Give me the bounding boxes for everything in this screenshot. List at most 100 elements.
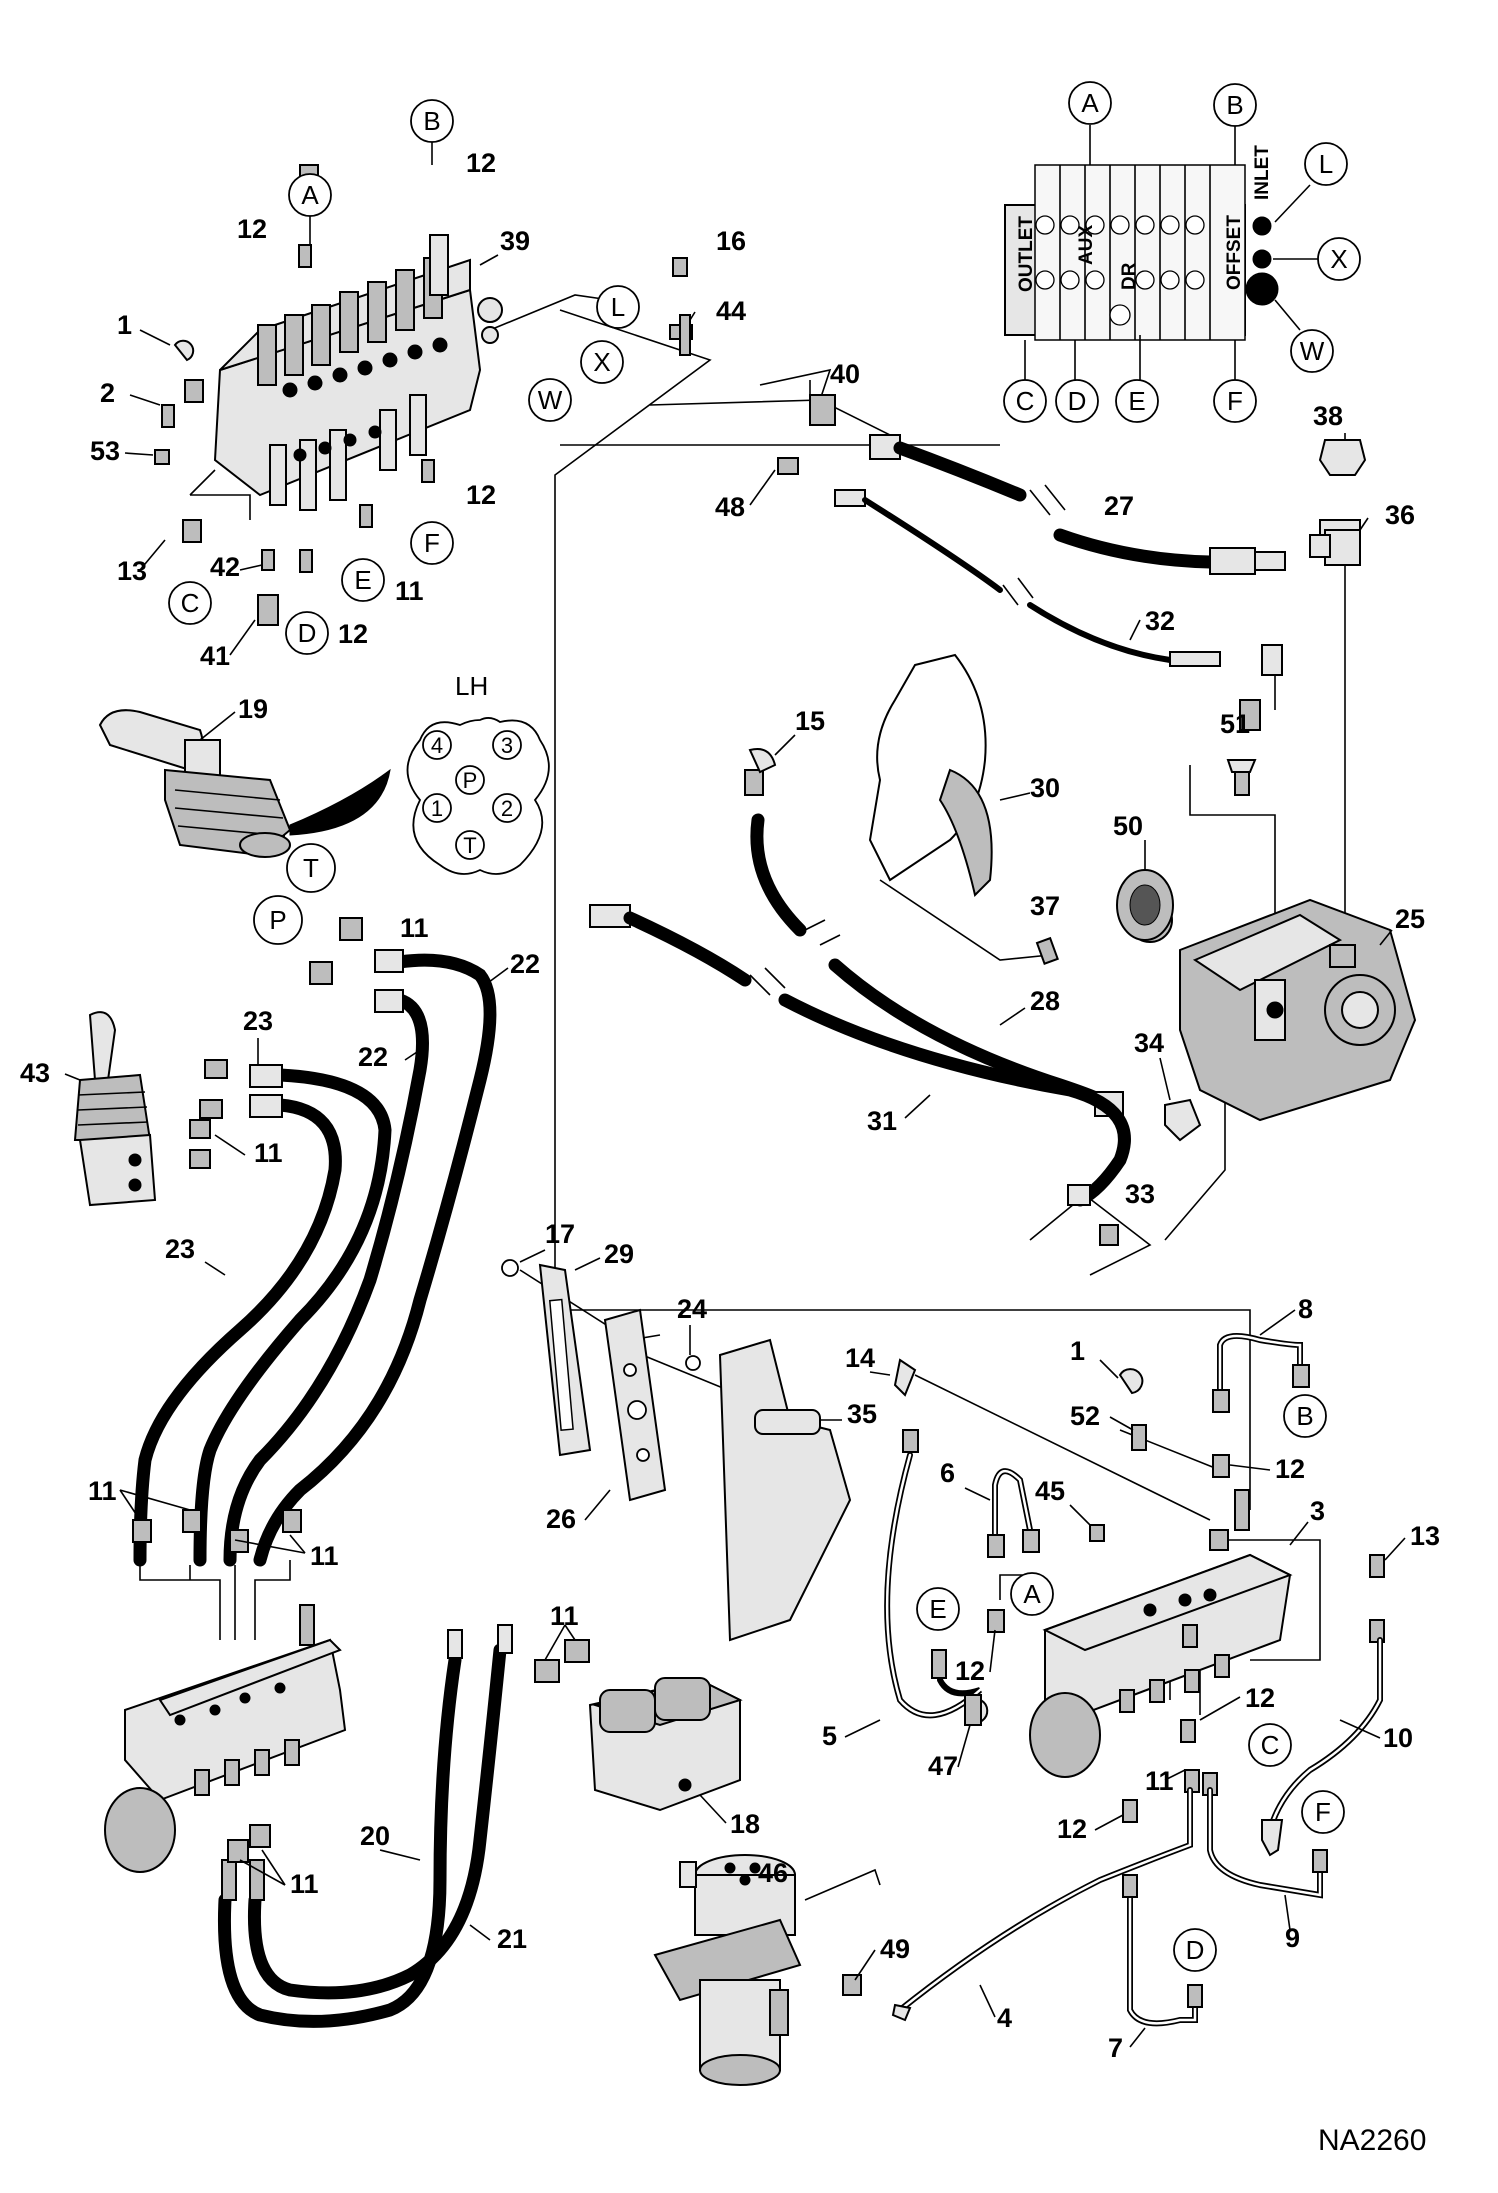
valve-label-aux: AUX bbox=[1076, 225, 1097, 265]
part-11: 11 bbox=[395, 576, 424, 606]
part-13: 13 bbox=[1410, 1521, 1440, 1551]
part-12: 12 bbox=[338, 619, 368, 649]
tube-9 bbox=[1207, 1787, 1328, 1899]
valve-label-dr: DR bbox=[1119, 262, 1140, 290]
part-12: 12 bbox=[466, 480, 496, 510]
part-27: 27 bbox=[1104, 491, 1134, 521]
part-23: 23 bbox=[243, 1006, 273, 1036]
valve-label-inlet: INLET bbox=[1252, 145, 1273, 200]
gear-50 bbox=[1116, 759, 1257, 941]
tube-6 bbox=[987, 1468, 1040, 1633]
tube-4 bbox=[891, 1787, 1193, 2022]
part-31: 31 bbox=[867, 1106, 897, 1136]
port-p: P bbox=[463, 768, 478, 793]
part-9: 9 bbox=[1285, 1923, 1300, 1953]
part-8: 8 bbox=[1298, 1294, 1313, 1324]
part-53: 53 bbox=[90, 436, 120, 466]
part-46: 46 bbox=[758, 1858, 788, 1888]
part-5: 5 bbox=[822, 1721, 837, 1751]
fitting-34 bbox=[1099, 1098, 1202, 1246]
inset-callout-f: F bbox=[1227, 386, 1243, 416]
part-38: 38 bbox=[1313, 401, 1343, 431]
part-2: 2 bbox=[100, 378, 115, 408]
part-number-labels: 12 12 39 16 44 1 2 53 12 13 42 11 12 41 … bbox=[20, 148, 1440, 2063]
callout-x: X bbox=[593, 347, 610, 377]
callout-f-right: F bbox=[1315, 1797, 1331, 1827]
port-t: T bbox=[463, 833, 476, 858]
inset-callout-c: C bbox=[1016, 386, 1035, 416]
hose-27 bbox=[809, 394, 1286, 575]
part-34: 34 bbox=[1134, 1028, 1164, 1058]
part-52: 52 bbox=[1070, 1401, 1100, 1431]
part-37: 37 bbox=[1030, 891, 1060, 921]
figure-code: NA2260 bbox=[1318, 2124, 1426, 2157]
fitting-47 bbox=[964, 1694, 982, 1726]
inset-callout-a: A bbox=[1081, 88, 1099, 118]
swivel-46 bbox=[653, 1854, 862, 2086]
part-51: 51 bbox=[1220, 709, 1250, 739]
part-7: 7 bbox=[1108, 2033, 1123, 2063]
part-48: 48 bbox=[715, 492, 745, 522]
part-50: 50 bbox=[1113, 811, 1143, 841]
part-11: 11 bbox=[400, 913, 429, 943]
port-2: 2 bbox=[501, 796, 513, 821]
part-11: 11 bbox=[1145, 1766, 1174, 1796]
part-26: 26 bbox=[546, 1504, 576, 1534]
part-22: 22 bbox=[510, 949, 540, 979]
tube-8 bbox=[1212, 1333, 1310, 1478]
hoses-22 bbox=[223, 917, 497, 1567]
part-30: 30 bbox=[1030, 773, 1060, 803]
part-3: 3 bbox=[1310, 1496, 1325, 1526]
pilot-control-19 bbox=[98, 709, 391, 858]
part-47: 47 bbox=[928, 1751, 958, 1781]
callout-l: L bbox=[611, 292, 625, 322]
part-35: 35 bbox=[847, 1399, 877, 1429]
inset-callout-d: D bbox=[1068, 386, 1087, 416]
hoses-20-21 bbox=[217, 1624, 590, 2028]
callout-d-top: D bbox=[298, 618, 317, 648]
hoses-23 bbox=[133, 1059, 392, 1567]
port-4: 4 bbox=[431, 733, 443, 758]
part-49: 49 bbox=[880, 1934, 910, 1964]
part-44: 44 bbox=[716, 296, 746, 326]
part-12: 12 bbox=[955, 1656, 985, 1686]
port-3: 3 bbox=[501, 733, 513, 758]
part-13: 13 bbox=[117, 556, 147, 586]
part-45: 45 bbox=[1035, 1476, 1065, 1506]
part-1: 1 bbox=[117, 310, 132, 340]
part-29: 29 bbox=[604, 1239, 634, 1269]
part-22: 22 bbox=[358, 1042, 388, 1072]
pilot-control-43 bbox=[73, 1011, 157, 1207]
callout-c-right: C bbox=[1261, 1730, 1280, 1760]
part-12: 12 bbox=[1057, 1814, 1087, 1844]
inset-callout-x: X bbox=[1330, 244, 1347, 274]
part-12: 12 bbox=[1245, 1683, 1275, 1713]
label-leaders bbox=[64, 142, 1406, 2048]
foot-control-18 bbox=[588, 1677, 743, 1812]
brackets bbox=[501, 1259, 852, 1642]
part-11: 11 bbox=[254, 1138, 283, 1168]
hose-5 bbox=[884, 1358, 983, 1719]
callout-b-top: B bbox=[423, 106, 440, 136]
callout-f-top: F bbox=[424, 528, 440, 558]
part-11: 11 bbox=[290, 1869, 319, 1899]
inset-callout-e: E bbox=[1128, 386, 1145, 416]
part-10: 10 bbox=[1383, 1723, 1413, 1753]
part-12: 12 bbox=[1275, 1454, 1305, 1484]
port-diagram-title: LH bbox=[455, 671, 488, 701]
part-18: 18 bbox=[730, 1809, 760, 1839]
callout-t: T bbox=[303, 853, 319, 883]
hose-32 bbox=[777, 457, 1283, 676]
letter-callouts: B A L X W C E F D A B L X bbox=[168, 81, 1361, 1972]
inset-callout-l: L bbox=[1319, 149, 1333, 179]
part-25: 25 bbox=[1395, 904, 1425, 934]
part-11: 11 bbox=[88, 1476, 117, 1506]
part-17: 17 bbox=[545, 1219, 575, 1249]
port-diagram-lh: LH 4 3 P 1 2 T bbox=[406, 671, 550, 875]
part-33: 33 bbox=[1125, 1179, 1155, 1209]
part-43: 43 bbox=[20, 1058, 50, 1088]
manifold-3 bbox=[1029, 1489, 1293, 1778]
part-14: 14 bbox=[845, 1343, 875, 1373]
part-32: 32 bbox=[1145, 606, 1175, 636]
